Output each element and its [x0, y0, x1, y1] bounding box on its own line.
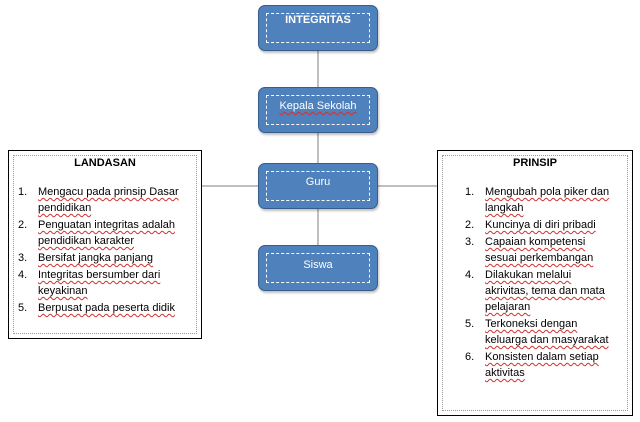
prinsip-panel: PRINSIP 1. Mengubah pola piker dan langk… [437, 150, 633, 416]
node-siswa[interactable]: Siswa [258, 245, 378, 291]
list-item: 3. Capaian kompetensi sesuai perkembanga… [465, 236, 594, 264]
list-item: 1. Mengacu pada prinsip Dasar pendidikan [18, 186, 179, 214]
landasan-title: LANDASAN [74, 157, 136, 169]
node-guru-label: Guru [305, 176, 331, 188]
node-guru[interactable]: Guru [258, 163, 378, 209]
list-item: 5. Berpusat pada peserta didik [18, 302, 175, 314]
node-siswa-label: Siswa [303, 259, 333, 271]
list-item: 3. Bersifat jangka panjang [18, 252, 153, 264]
node-kepala-sekolah-label: Kepala Sekolah [279, 100, 357, 112]
landasan-list: 1. Mengacu pada prinsip Dasar pendidikan… [18, 184, 198, 317]
list-item: 1. Mengubah pola piker dan langkah [465, 186, 610, 214]
list-item: 5. Terkoneksi dengan keluarga dan masyar… [465, 318, 609, 346]
prinsip-title: PRINSIP [512, 157, 557, 169]
landasan-panel: LANDASAN 1. Mengacu pada prinsip Dasar p… [8, 150, 202, 339]
node-integritas-label: INTEGRITAS [285, 14, 351, 26]
list-item: 4. Dilakukan melalui akrivitas, tema dan… [465, 269, 605, 313]
list-item: 6. Konsisten dalam setiap aktivitas [465, 351, 599, 379]
list-item: 4. Integritas bersumber dari keyakinan [18, 269, 161, 297]
node-integritas[interactable]: INTEGRITAS [258, 5, 378, 51]
prinsip-list: 1. Mengubah pola piker dan langkah 2. Ku… [465, 184, 629, 382]
list-item: 2. Kuncinya di diri pribadi [465, 219, 596, 231]
node-kepala-sekolah[interactable]: Kepala Sekolah [258, 87, 378, 133]
list-item: 2. Penguatan integritas adalah pendidika… [18, 219, 175, 247]
